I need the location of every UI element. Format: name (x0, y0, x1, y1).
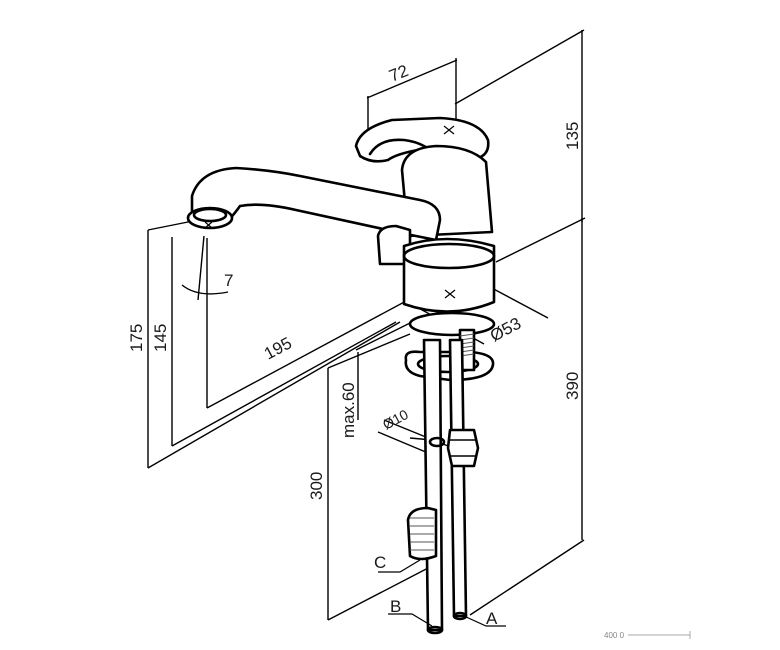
dim-145: 145 (151, 324, 170, 352)
dim-175: 175 (127, 324, 146, 352)
callout-c: C (374, 553, 386, 572)
scale-note: 400 0 (604, 631, 625, 640)
base-washer (408, 311, 496, 337)
dim-390: 390 (563, 372, 582, 400)
callout-a: A (486, 609, 498, 628)
dim-72: 72 (386, 61, 411, 86)
dim-195: 195 (261, 333, 295, 363)
hose-a (448, 338, 468, 618)
dim-7: 7 (224, 271, 233, 290)
body-cylinder (402, 237, 496, 313)
dimension-lines (147, 29, 586, 621)
dim-diameter-53: Ø53 (487, 314, 524, 346)
spout (190, 166, 442, 242)
hose-b (422, 338, 444, 632)
faucet-body (186, 116, 506, 635)
dim-300: 300 (307, 472, 326, 500)
callout-b: B (390, 597, 401, 616)
dim-135: 135 (563, 122, 582, 150)
dim-max-60: max.60 (339, 382, 358, 438)
